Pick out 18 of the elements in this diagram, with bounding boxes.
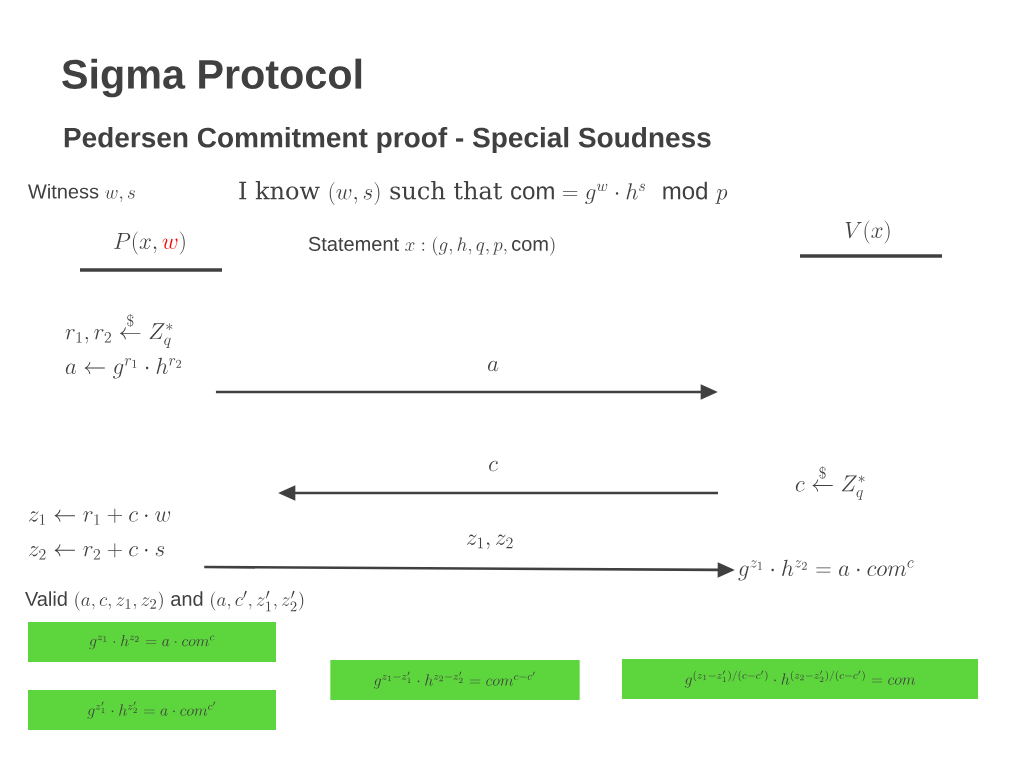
edge-label: $z_1, z_2$ [463,532,517,552]
text-label: $\text{Statement } x : (g, h, q, p, \mathrm{com})$ [308,236,555,256]
slide-title: Sigma Protocol [62,58,362,98]
formula-box: $g^{z_1} \cdot h^{z_2} = a \cdot com^{c}$ [28,622,276,662]
formula-label: $P(x, \textcolor{red}{w})$ [114,231,185,255]
formula-label: $\text{I know } (w, s) \text{ such that } \mathrm{com} = g^{w} \cdot h^{s} \mod p$ [239,181,728,205]
formula-box: $g^{z_1-z_1'} \cdot h^{z_2-z_2'} = com^{c-c'}$ [330,660,580,700]
formula-text: $z_1 \leftarrow r_1 + c \cdot w$ $z_2 \leftarrow r_2 + c \cdot s$ [28,508,171,560]
formula-box: $g^{z_1'} \cdot h^{z_2'} = a \cdot com^{c'}$ [28,690,276,730]
formula-text: $r_1, r_2 \stackrel{\$}{\leftarrow} Z_q^{*}$ $a \leftarrow g^{r_1} \cdot h^{r_2}$ [65,314,182,379]
formula-box: $g^{(z_1-z_1')/(c-c')} \cdot h^{(z_2-z_2')/(c-c')} = com$ [622,659,978,699]
formula-text: $g^{z_1} \cdot h^{z_2} = a \cdot com^{c}$ [738,559,914,581]
formula-label: $V(x)$ [845,220,890,244]
text-label: $\text{Witness } w, s$ [28,183,135,203]
subtitle: Pedersen Commitment proof - Special Soudness [64,126,711,154]
formula-text: $c \stackrel{\$}{\leftarrow} Z_q^{*}$ [795,466,865,501]
edge-label: $a$ [484,358,502,374]
edge-label: $c$ [485,458,501,474]
